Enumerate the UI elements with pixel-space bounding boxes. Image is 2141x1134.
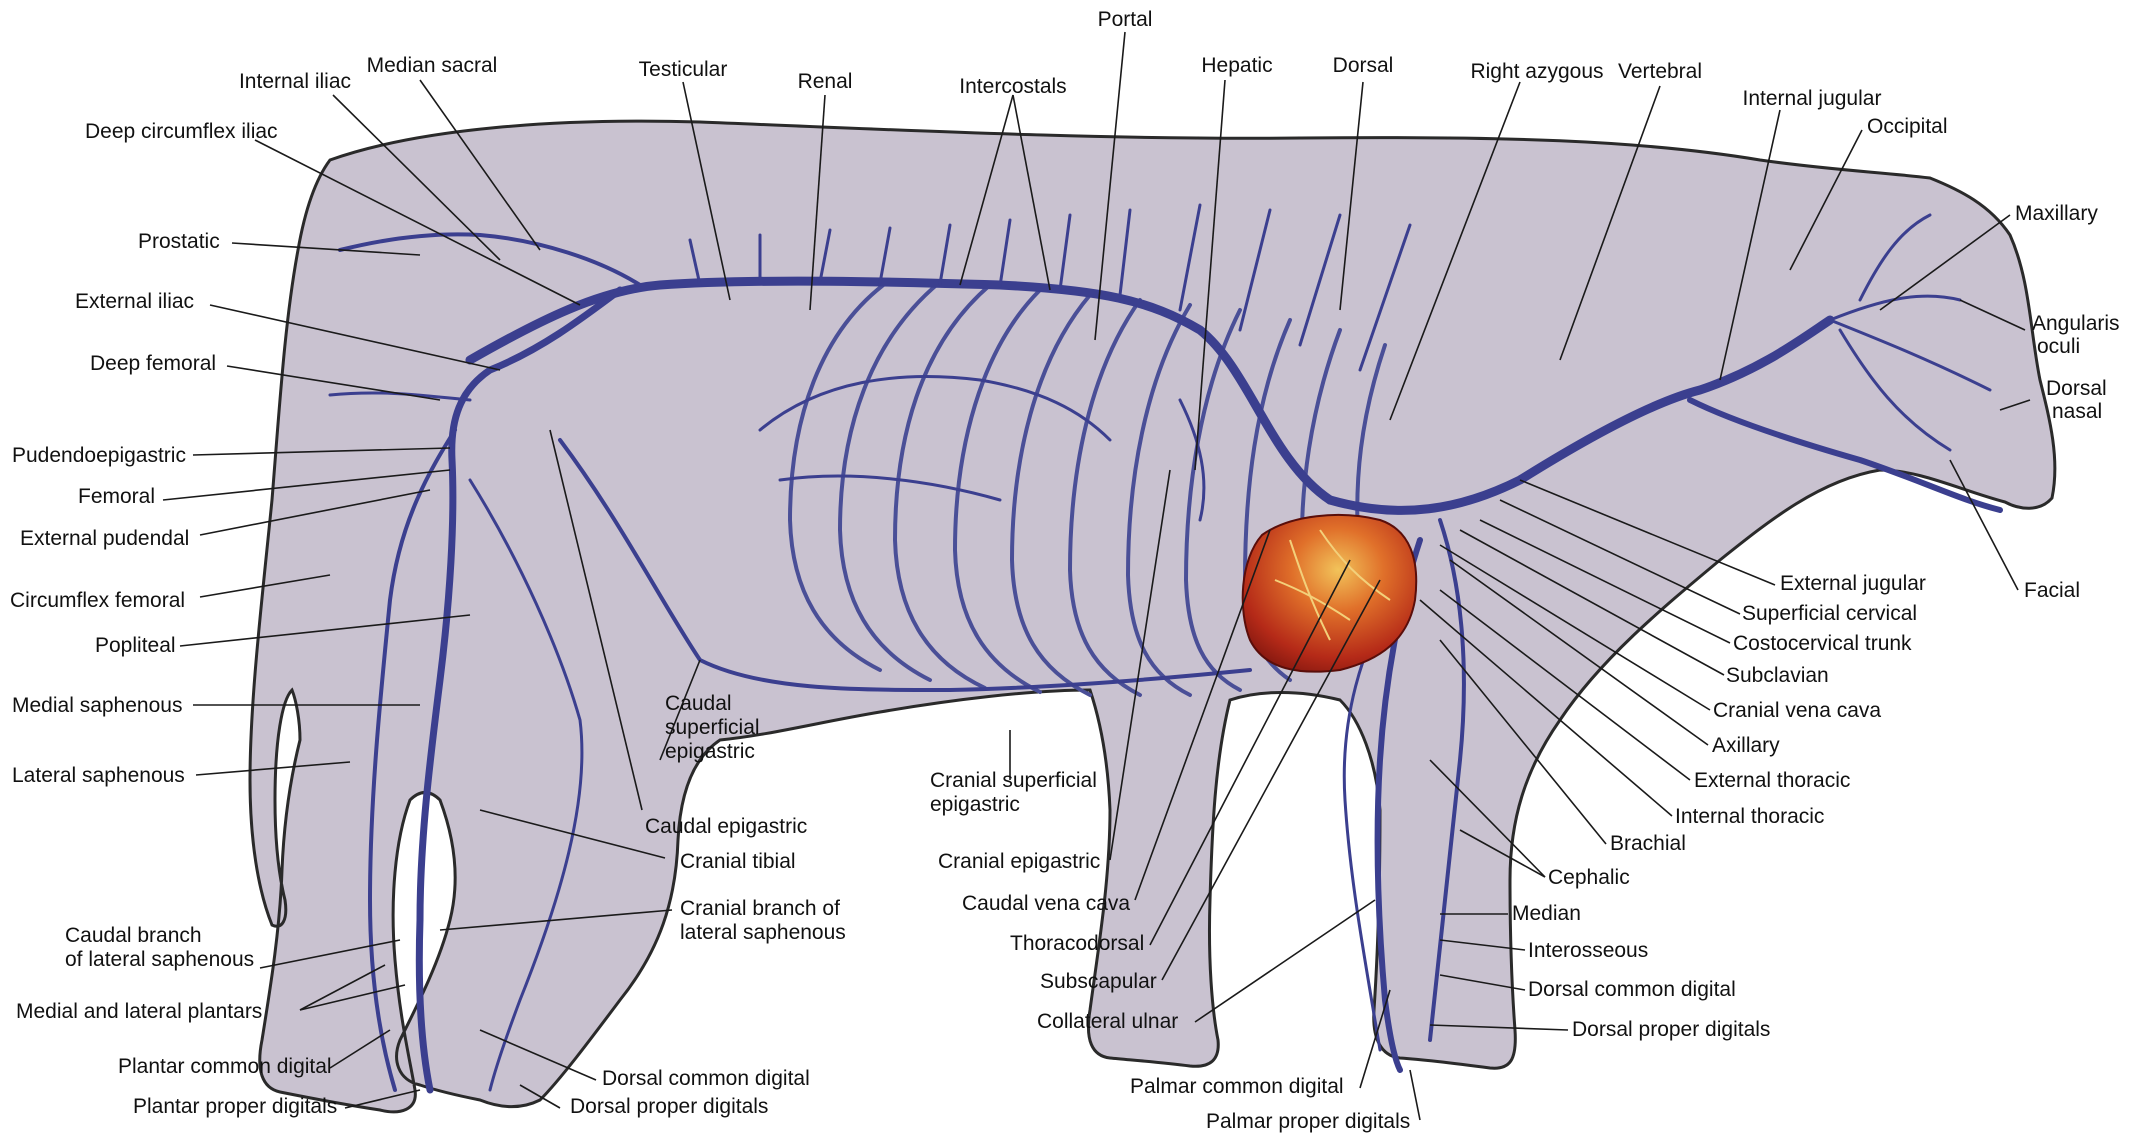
label-caudal-superficial-epigastric-1: Caudal (665, 692, 732, 715)
label-cranial-superficial-epigastric-1: Cranial superficial (930, 769, 1097, 792)
label-circumflex-femoral: Circumflex femoral (10, 589, 185, 612)
label-cranial-tibial: Cranial tibial (680, 850, 796, 873)
leader-collateral-ulnar (1195, 900, 1375, 1022)
label-prostatic: Prostatic (138, 230, 220, 253)
label-collateral-ulnar: Collateral ulnar (1037, 1010, 1178, 1033)
leader-palmar-proper-digitals (1410, 1070, 1420, 1120)
label-external-pudendal: External pudendal (20, 527, 189, 550)
label-palmar-common-digital: Palmar common digital (1130, 1075, 1344, 1098)
label-vertebral: Vertebral (1618, 60, 1702, 83)
label-dorsal-nasal-2: nasal (2052, 400, 2102, 423)
label-angularis-oculi-1: Angularis (2032, 312, 2120, 335)
label-caudal-branch-2: of lateral saphenous (65, 948, 254, 971)
label-interosseous: Interosseous (1528, 939, 1648, 962)
label-occipital: Occipital (1867, 115, 1948, 138)
label-medial-saphenous: Medial saphenous (12, 694, 182, 717)
label-dorsal: Dorsal (1333, 54, 1394, 77)
label-caudal-superficial-epigastric-2: superficial (665, 716, 760, 739)
label-right-azygous: Right azygous (1470, 60, 1603, 83)
label-popliteal: Popliteal (95, 634, 176, 657)
label-axillary: Axillary (1712, 734, 1780, 757)
label-pudendoepigastric: Pudendoepigastric (12, 444, 186, 467)
label-deep-femoral: Deep femoral (90, 352, 216, 375)
label-dorsal-proper-digitals-fore: Dorsal proper digitals (1572, 1018, 1770, 1041)
label-portal: Portal (1098, 8, 1153, 31)
label-dorsal-proper-digitals-hind: Dorsal proper digitals (570, 1095, 768, 1118)
label-cranial-superficial-epigastric-2: epigastric (930, 793, 1020, 816)
label-caudal-epigastric: Caudal epigastric (645, 815, 807, 838)
label-caudal-branch-1: Caudal branch (65, 924, 202, 947)
label-cranial-branch-1: Cranial branch of (680, 897, 840, 920)
label-internal-jugular: Internal jugular (1743, 87, 1882, 110)
label-brachial: Brachial (1610, 832, 1686, 855)
label-plantar-common-digital: Plantar common digital (118, 1055, 332, 1078)
label-hepatic: Hepatic (1201, 54, 1272, 77)
label-dorsal-common-digital-fore: Dorsal common digital (1528, 978, 1736, 1001)
label-external-thoracic: External thoracic (1694, 769, 1850, 792)
label-cranial-branch-2: lateral saphenous (680, 921, 846, 944)
label-external-jugular: External jugular (1780, 572, 1926, 595)
label-caudal-superficial-epigastric-3: epigastric (665, 740, 755, 763)
label-subscapular: Subscapular (1040, 970, 1157, 993)
label-plantar-proper-digitals: Plantar proper digitals (133, 1095, 337, 1118)
label-internal-iliac: Internal iliac (239, 70, 351, 93)
label-median: Median (1512, 902, 1581, 925)
label-costocervical-trunk: Costocervical trunk (1733, 632, 1912, 655)
label-maxillary: Maxillary (2015, 202, 2098, 225)
label-subclavian: Subclavian (1726, 664, 1829, 687)
label-median-sacral: Median sacral (367, 54, 498, 77)
label-cranial-epigastric: Cranial epigastric (938, 850, 1100, 873)
label-palmar-proper-digitals: Palmar proper digitals (1206, 1110, 1410, 1133)
label-cephalic: Cephalic (1548, 866, 1630, 889)
label-femoral: Femoral (78, 485, 155, 508)
label-dorsal-nasal-1: Dorsal (2046, 377, 2107, 400)
label-renal: Renal (798, 70, 853, 93)
label-lateral-saphenous: Lateral saphenous (12, 764, 185, 787)
label-angularis-oculi-2: oculi (2037, 335, 2080, 358)
label-caudal-vena-cava: Caudal vena cava (962, 892, 1130, 915)
label-thoracodorsal: Thoracodorsal (1010, 932, 1144, 955)
label-testicular: Testicular (639, 58, 728, 81)
label-internal-thoracic: Internal thoracic (1675, 805, 1824, 828)
label-deep-circumflex-iliac: Deep circumflex iliac (85, 120, 278, 143)
label-intercostals: Intercostals (959, 75, 1066, 98)
label-facial: Facial (2024, 579, 2080, 602)
label-medial-lateral-plantars: Medial and lateral plantars (16, 1000, 262, 1023)
label-superficial-cervical: Superficial cervical (1742, 602, 1917, 625)
label-cranial-vena-cava: Cranial vena cava (1713, 699, 1881, 722)
label-dorsal-common-digital-hind: Dorsal common digital (602, 1067, 810, 1090)
label-external-iliac: External iliac (75, 290, 194, 313)
